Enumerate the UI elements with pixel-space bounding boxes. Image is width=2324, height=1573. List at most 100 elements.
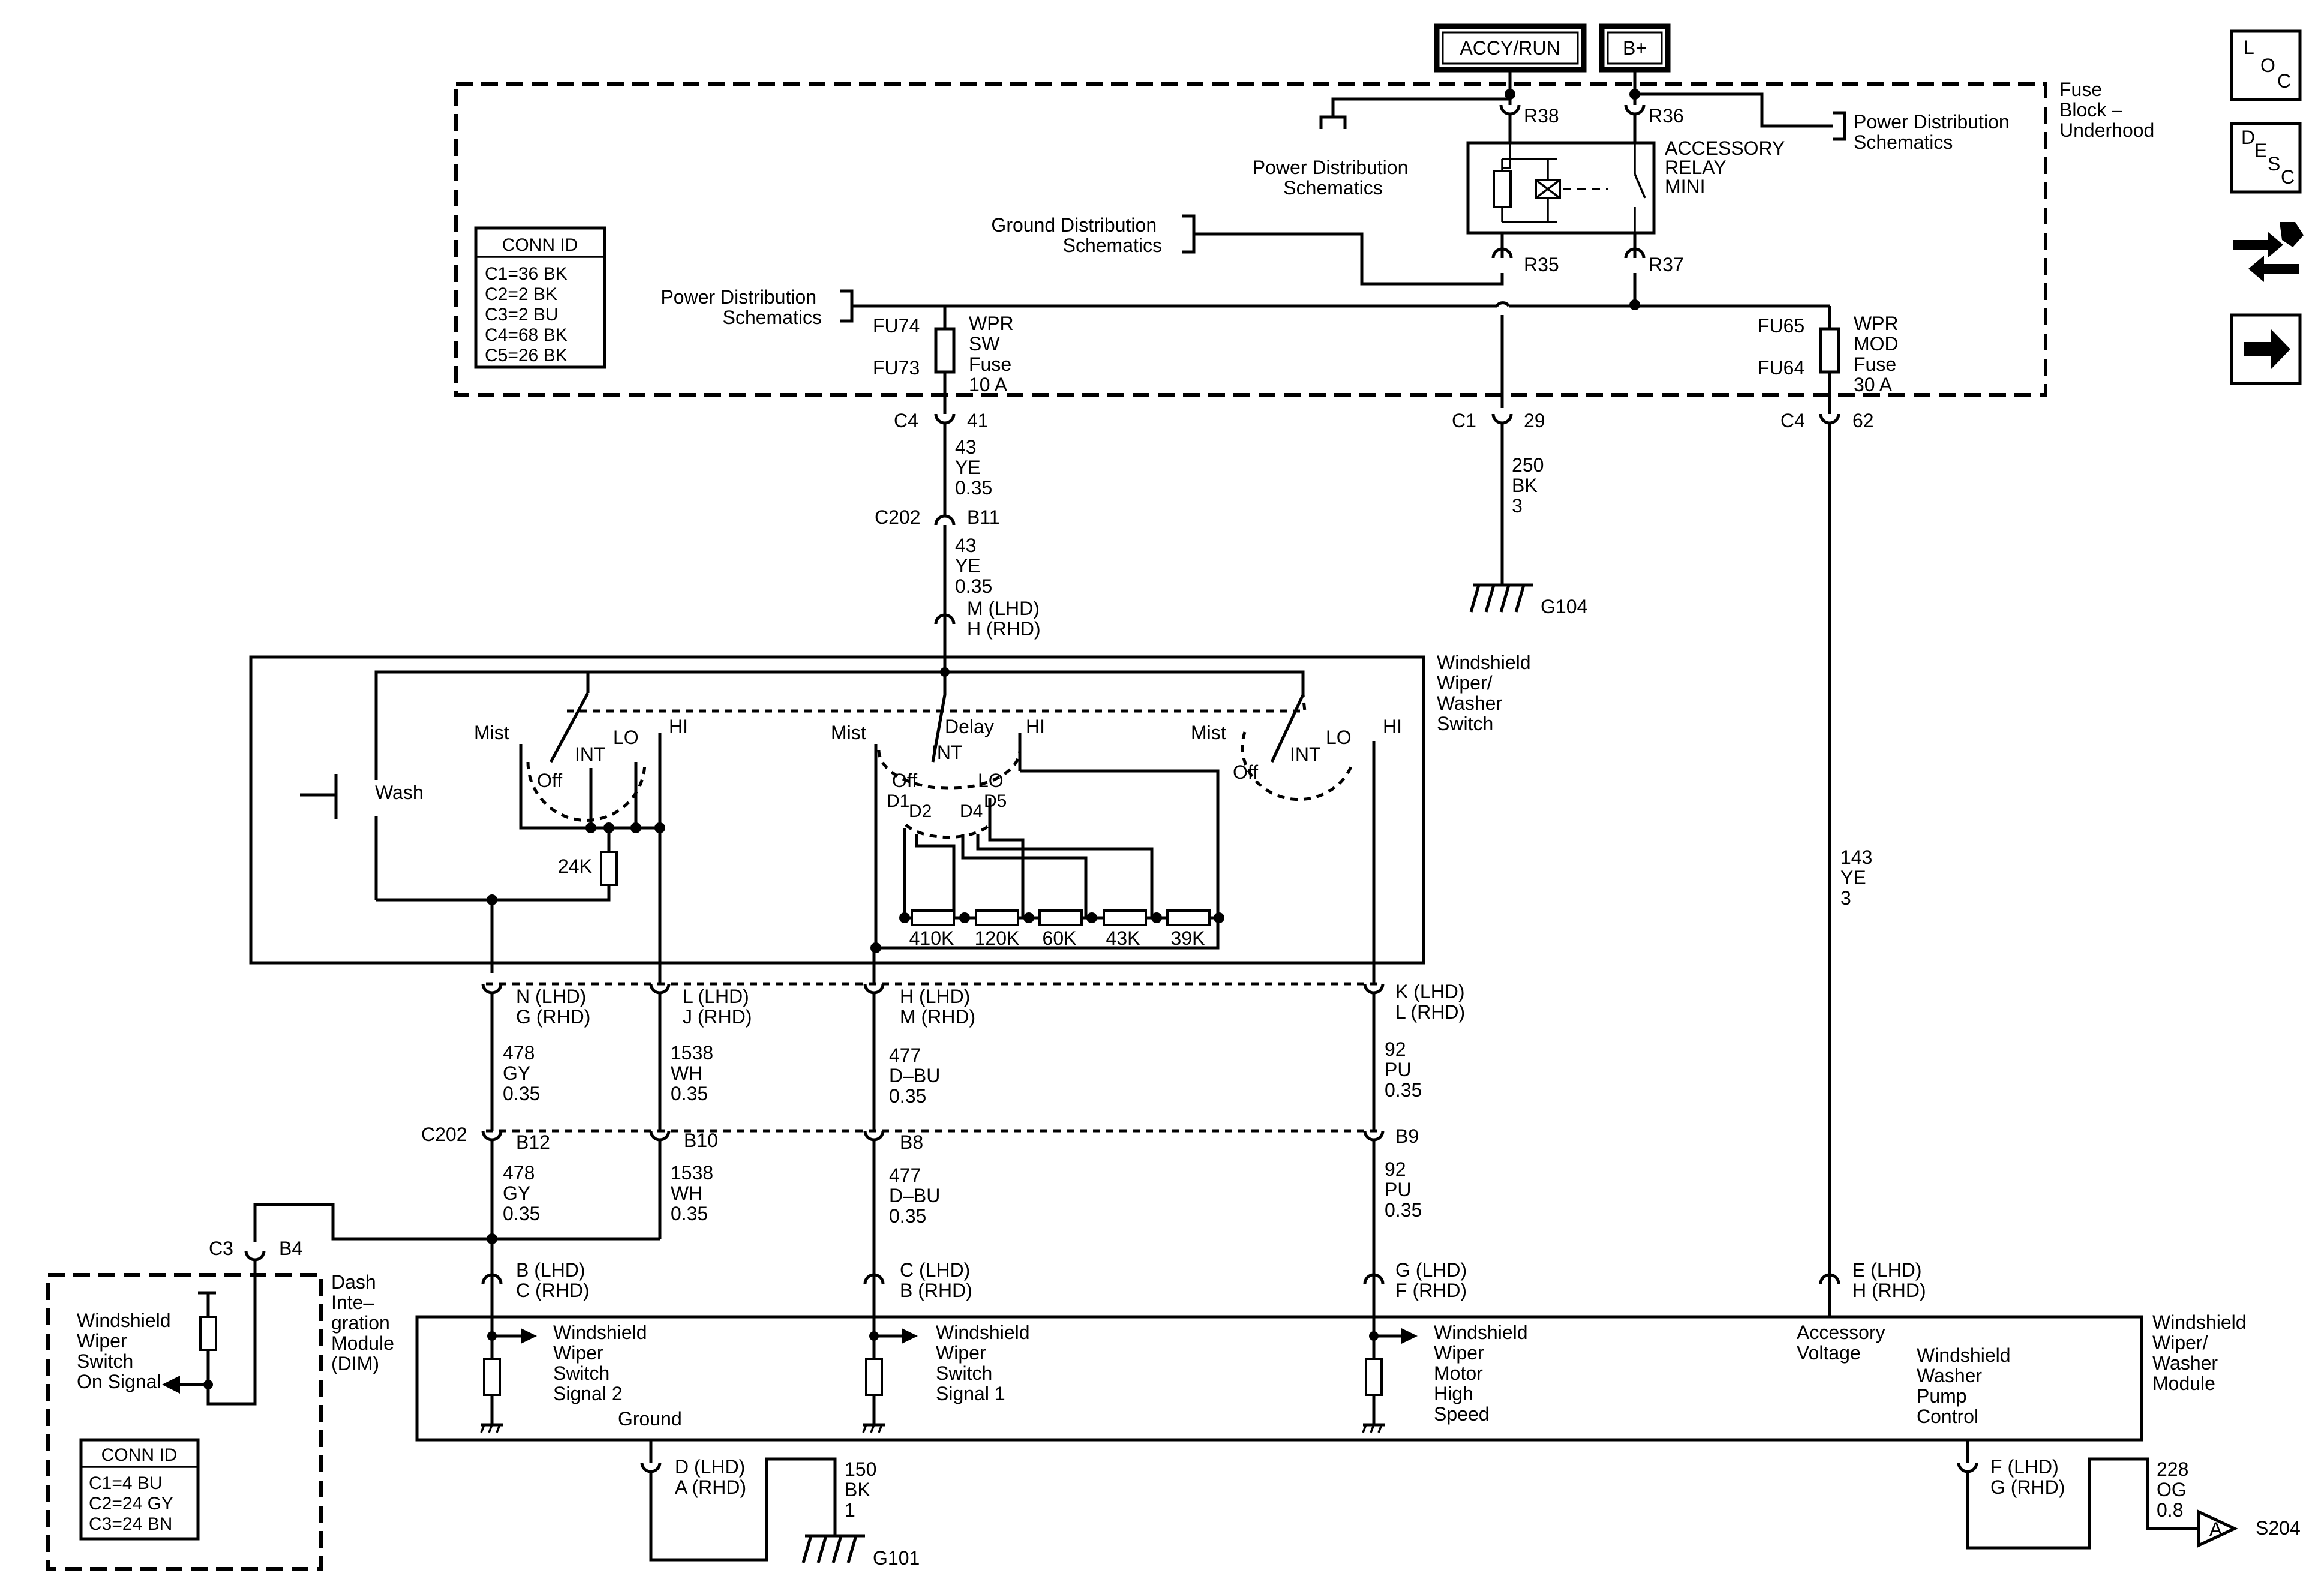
conn-c4-label: C4 <box>894 410 918 431</box>
fuse-right-desc: WPR MOD Fuse 30 A <box>1854 313 1904 395</box>
fuse-left-desc: WPR SW Fuse 10 A <box>969 313 1019 395</box>
resistor-39k: 39K <box>1171 927 1205 949</box>
left-off: Off <box>537 770 562 791</box>
power-dist-link-a[interactable]: Power Distribution Schematics <box>1253 157 1414 199</box>
switch-pin-l: L (LHD) J (RHD) <box>683 986 755 1028</box>
c202-lower-label: C202 <box>421 1124 467 1145</box>
battery-supply[interactable]: B+ <box>1599 23 1671 73</box>
svg-text:C2=2 BK: C2=2 BK <box>485 284 557 304</box>
ground-g104-icon <box>1469 582 1533 613</box>
resistor-410k: 410K <box>909 927 954 949</box>
fuse-fu74: FU74 <box>873 315 920 337</box>
resistor-120k: 120K <box>975 927 1020 949</box>
svg-text:L: L <box>2244 37 2254 58</box>
module-motor-label: Windshield Wiper Motor High Speed <box>1434 1322 1533 1425</box>
svg-text:C: C <box>2281 166 2295 188</box>
conn-c202-label: C202 <box>875 506 921 528</box>
conn-c4-pin-62: 62 <box>1852 410 1874 431</box>
right-lo: LO <box>1326 727 1352 748</box>
conn-c1-pin-29: 29 <box>1524 410 1545 431</box>
right-off: Off <box>1233 761 1258 783</box>
dim-title: Dash Inte– gration Module (DIM) <box>331 1271 400 1374</box>
wire-143-ye: 143 YE 3 <box>1840 846 1878 909</box>
mid-d2: D2 <box>909 801 932 821</box>
mid-delay: Delay <box>945 716 994 737</box>
ground-g101-icon <box>801 1534 865 1563</box>
dim-outline <box>46 1273 323 1571</box>
power-dist-link-b[interactable]: Power Distribution Schematics <box>1854 111 2015 153</box>
svg-text:CONN ID: CONN ID <box>502 235 578 255</box>
bplus-label: B+ <box>1623 37 1647 59</box>
offpage-connector-a[interactable]: A <box>2197 1509 2238 1548</box>
loc-icon[interactable]: L O C <box>2230 29 2302 101</box>
right-mist: Mist <box>1191 722 1226 743</box>
power-dist-link-c[interactable]: Power Distribution Schematics <box>660 286 822 328</box>
wpr-mod-fuse <box>1819 327 1840 374</box>
dim-conn-c3: C3 <box>209 1238 233 1259</box>
mid-int: INT <box>932 742 963 763</box>
svg-text:C1=4 BU: C1=4 BU <box>89 1473 163 1493</box>
switch-pin-n: N (LHD) G (RHD) <box>516 986 591 1028</box>
offpage-ref-s204[interactable]: S204 <box>2256 1517 2301 1539</box>
desc-icon[interactable]: D E S C <box>2230 122 2302 194</box>
accy-run-supply[interactable]: ACCY/RUN <box>1434 23 1587 73</box>
relay-label-2: RELAY <box>1665 157 1727 178</box>
module-ground-label: Ground <box>618 1408 682 1430</box>
conn-c4-pin-41: 41 <box>967 410 989 431</box>
mid-mist: Mist <box>831 722 866 743</box>
fuse-fu64: FU64 <box>1758 357 1804 379</box>
wash-label: Wash <box>375 782 424 803</box>
right-wiper-selector[interactable]: Mist INT LO HI Off <box>1191 694 1402 801</box>
module-sig2-label: Windshield Wiper Switch Signal 2 <box>553 1322 652 1404</box>
resistor-24k-label: 24K <box>558 855 592 877</box>
fuse-fu65: FU65 <box>1758 315 1804 337</box>
svg-text:C2=24 GY: C2=24 GY <box>89 1494 173 1514</box>
svg-text:D: D <box>2241 127 2255 148</box>
module-pin-d: D (LHD)A (RHD) <box>675 1456 746 1498</box>
ground-dist-link[interactable]: Ground Distribution Schematics <box>991 214 1162 256</box>
left-lo: LO <box>613 727 639 748</box>
c202-pin-b9: B9 <box>1395 1125 1419 1147</box>
conn-c4-label-2: C4 <box>1780 410 1805 431</box>
switch-pin-h: H (LHD) M (RHD) <box>900 986 975 1028</box>
c202-pin-b10: B10 <box>684 1130 718 1151</box>
connector-tool-icon[interactable] <box>2233 222 2304 282</box>
module-pin-b: B (LHD)C (RHD) <box>516 1259 590 1301</box>
wiper-switch-box <box>249 655 1425 965</box>
svg-text:C3=24 BN: C3=24 BN <box>89 1514 172 1534</box>
conn-c202-pin-b11: B11 <box>967 506 1000 528</box>
dim-conn-id-table: CONN ID C1=4 BU C2=24 GY C3=24 BN <box>79 1438 200 1541</box>
conn-c1-label: C1 <box>1452 410 1476 431</box>
svg-text:C1=36 BK: C1=36 BK <box>485 264 568 284</box>
next-page-icon[interactable] <box>2230 313 2302 385</box>
svg-text:E: E <box>2254 140 2267 161</box>
wiper-washer-module-box <box>415 1315 2143 1442</box>
mid-d1: D1 <box>887 791 909 811</box>
resistor-43k: 43K <box>1106 927 1140 949</box>
svg-text:C3=2 BU: C3=2 BU <box>485 305 559 325</box>
module-pin-c: C (LHD)B (RHD) <box>900 1259 972 1301</box>
wire-43-ye-b: 43 YE 0.35 <box>955 535 992 597</box>
terminal-r37: R37 <box>1649 254 1684 275</box>
mid-lo: LO <box>978 770 1004 791</box>
module-pin-e: E (LHD)H (RHD) <box>1852 1259 1926 1301</box>
module-pin-f: F (LHD)G (RHD) <box>1990 1456 2065 1498</box>
accessory-relay: ACCESSORY RELAY MINI <box>1466 114 1785 235</box>
left-wiper-selector[interactable]: Mist INT LO HI Off <box>474 692 688 822</box>
module-acc-label: Accessory Voltage <box>1797 1322 1890 1364</box>
fuse-block-title: Fuse Block – Underhood <box>2059 79 2154 141</box>
c202-pin-b12: B12 <box>516 1131 550 1153</box>
svg-text:C5=26 BK: C5=26 BK <box>485 346 568 365</box>
mid-d4: D4 <box>960 801 983 821</box>
wash-button[interactable]: Wash <box>300 762 424 900</box>
module-sig1-label: Windshield Wiper Switch Signal 1 <box>936 1322 1035 1404</box>
resistor-ladder: 410K 120K 60K 43K 39K <box>899 909 1224 949</box>
delay-wiper-selector[interactable]: Mist Delay HI INT Off LO D1 D2 D4 D5 <box>831 694 1045 821</box>
svg-text:C4=68 BK: C4=68 BK <box>485 325 568 345</box>
right-int: INT <box>1290 743 1321 765</box>
